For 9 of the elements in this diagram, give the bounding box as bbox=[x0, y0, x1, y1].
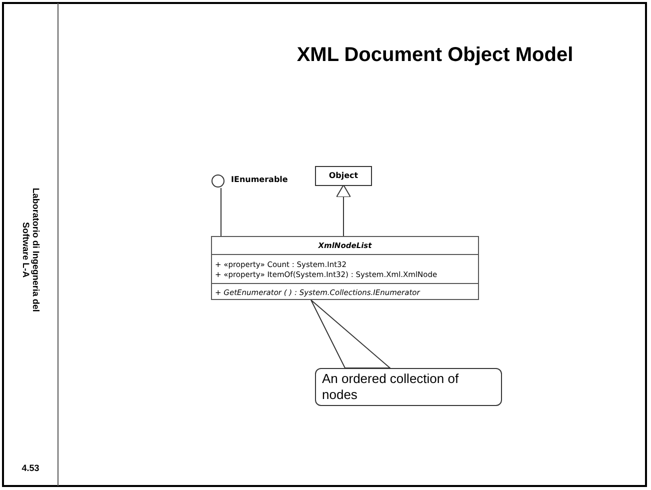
slide-title: XML Document Object Model bbox=[296, 44, 574, 67]
class-box bbox=[211, 236, 479, 300]
generalization-arrow bbox=[336, 184, 351, 236]
realization-line bbox=[220, 188, 222, 236]
interface-name: IEnumerable bbox=[231, 175, 288, 184]
page-number: 4.53 bbox=[20, 464, 40, 474]
course-title: Laboratorio di Ingegneria del Software L-A bbox=[20, 186, 40, 314]
class-box: Object bbox=[315, 166, 372, 186]
note-box: An ordered collection of nodes bbox=[315, 368, 502, 406]
